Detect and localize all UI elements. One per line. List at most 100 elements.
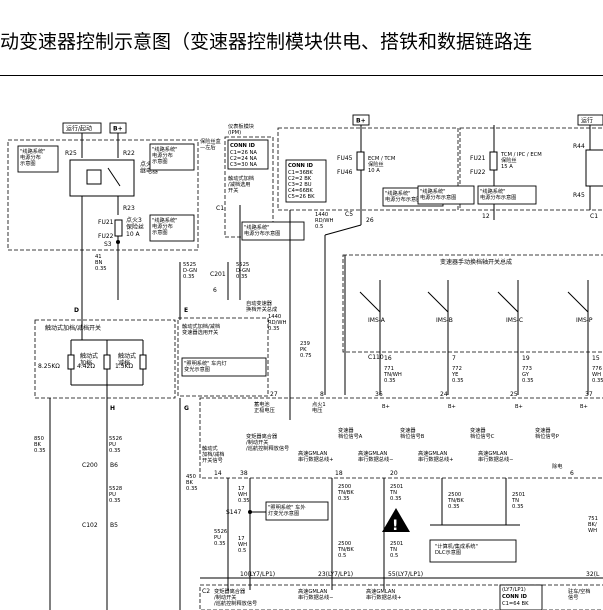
tcm-bplus-group: B+B+B+B+ [382,404,588,410]
ecm-conn-row-5: C5=26 BK [288,194,315,200]
ims-switch-icon-4 [567,291,589,313]
bottom-right-label: 驻车/空档信号 [568,587,591,601]
tcm-fuse-icon [489,151,498,171]
ipm-conn-table [227,139,269,170]
tap-r2: 4.42Ω [77,363,95,370]
bottom-conn-id: CONN ID [502,594,528,600]
fu46-label: FU46 [337,169,353,176]
r22-label: R22 [123,150,135,157]
ims-switch-icon-3 [497,291,519,313]
ims-pin-1: 16 [384,355,392,362]
power-ref-3 [149,214,195,242]
power-ref-2-text: "线路系统"电源分布示意图 [152,145,178,165]
bottom-conn-title: (LY7/LP1) [502,587,526,593]
ipm-label: 仪表板模块(IPM) [228,122,255,136]
ecm-pin26: 26 [366,217,374,224]
tcm-relay-body [585,149,603,187]
power-ref-1-text: "线路系统"电源分布示意图 [20,147,46,167]
ecm-conn-title: CONN ID [288,163,314,169]
auto-switch-label: 自动变速器换档开关总成 [246,299,277,313]
resistor-1-icon [67,354,75,370]
ecm-fuse-box [277,127,459,211]
ims-pin-3: 19 [522,355,530,362]
shift-switch-box [342,254,603,353]
light-ref-2 [265,501,329,521]
run-start-button: 运行/起动 [62,122,102,134]
ecm-conn-row-3: C3=2 BU [288,182,312,188]
relay-body [69,159,135,197]
tr-c1: C1 [590,213,598,220]
tcm-pin-37: 37 [585,391,593,398]
s147-label: S147 [226,509,241,516]
tcm-module-box [199,397,603,479]
power-ref-mid-text: "线路系统"电源分布示意图 [244,223,280,237]
fu22-label: FU22 [98,233,114,240]
resistor-2-icon [103,354,111,370]
ecm-conn-row-4: C4=66BK [288,188,313,194]
bottom-pin-2: 23(LY7/LP1) [318,571,353,578]
tr-fu22: FU22 [470,169,486,176]
bplus-left-label: B+ [113,126,123,133]
ipm-conn-row-2: C2=24 NA [230,156,257,162]
bplus-mid-button: B+ [352,114,370,126]
light-ref-2-text: "照明系统" 车外灯变光示意图 [268,503,306,517]
tap-switch-title: 触动式加档/减档开关 [45,324,101,332]
fuse-icon [114,219,123,237]
tap-down-label: 触动式减档 [118,352,136,367]
ipm-conn-title: CONN ID [230,143,256,149]
tcm-pin-38: 38 [240,470,248,477]
tcm-pin-14: 14 [214,470,222,477]
run-start-label: 运行/起动 [66,125,92,133]
run-label: 运行 [581,117,593,125]
tcm-range-p: 变速器档位信号P [535,426,559,440]
tcm-tap: 触动式加档/减档开关信号 [202,444,225,464]
ims-label-4: IMS-P [576,317,593,324]
ipm-conn-row-3: C3=30 NA [230,162,257,168]
tcm-bplus-2: B+ [448,404,456,410]
r23-label: R23 [123,205,135,212]
ipm-desc: 触动式加档/减档选用开关 [228,174,254,194]
ims-pin-2: 7 [452,355,456,362]
r44-label: R44 [573,143,585,150]
tcm-pin-36: 36 [375,391,383,398]
s3-label: S3 [104,241,112,248]
b5-label: B5 [110,522,118,529]
power-ref-2 [149,143,195,171]
ipm-c1: C1 [216,205,224,212]
power-ref-1 [17,145,59,173]
ipm-conn-row-1: C1=26 NA [230,150,257,156]
bottom-pin-3: 55(LY7/LP1) [388,571,423,578]
ecm-conn-row-1: C1=36BK [288,170,313,176]
tcm-battery: 蓄电池正极电压 [254,400,275,414]
power-ref-3-text: "线路系统"电源分布示意图 [152,216,178,236]
tcm-spare: 除电 [552,462,562,470]
bottom-c2: C2 [202,588,210,595]
svg-text:!: ! [392,518,398,534]
ims-switch-icon-2 [427,291,449,313]
shift-switch-title: 变速器手动换档轴开关总成 [440,258,512,266]
bottom-pin-1: 10(LY7/LP1) [240,571,275,578]
pin-d: D [74,307,79,314]
ims-pin-4: 15 [592,355,600,362]
bottom-conn-row: C1=64 BK [502,601,529,607]
tcm-bplus-4: B+ [580,404,588,410]
comm-ref [429,539,517,563]
tcm-power-ref-2 [417,185,475,205]
tcm-power-ref-1 [477,185,537,205]
bottom-conn-table [499,584,543,610]
ims-label-1: IMS-A [368,317,386,324]
